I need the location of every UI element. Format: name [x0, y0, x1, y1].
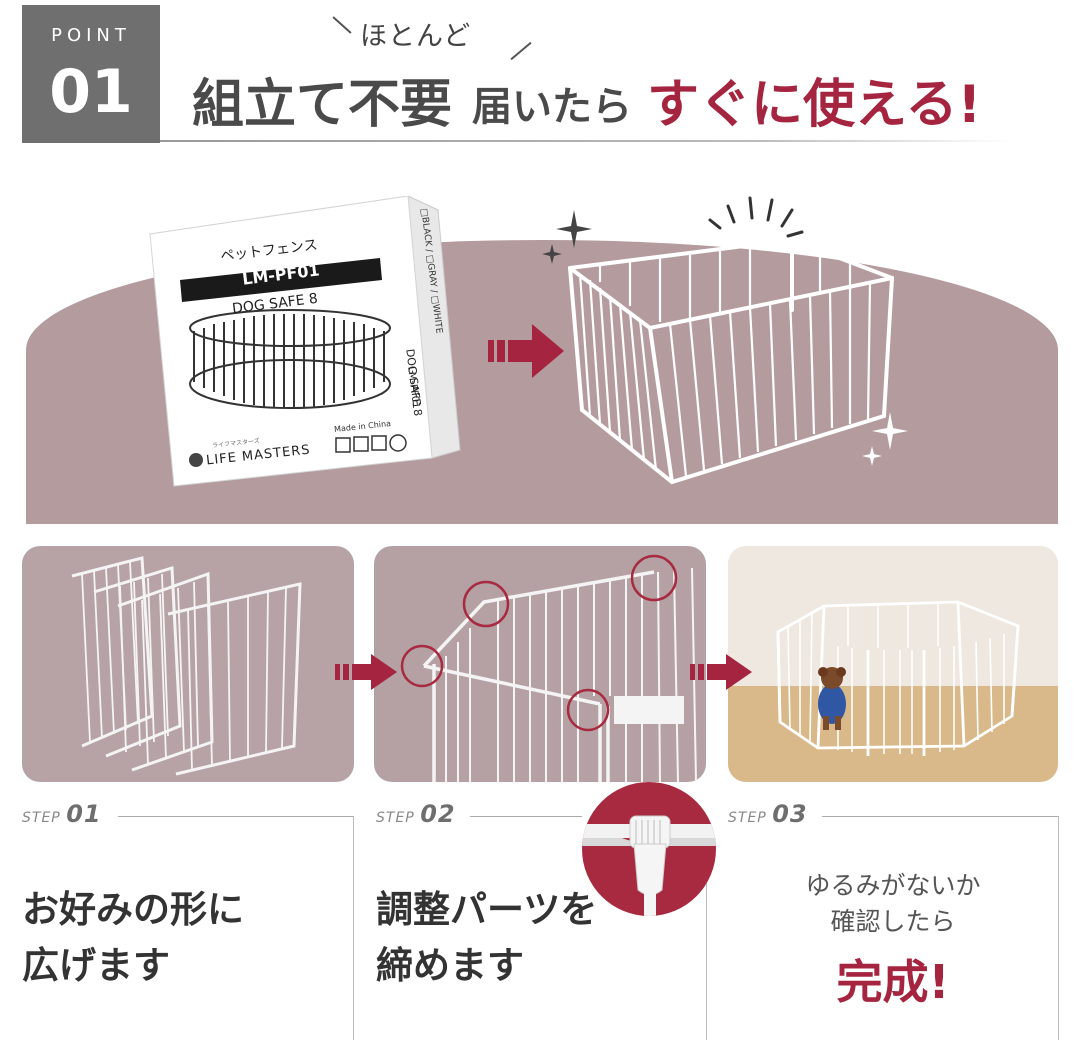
step-prefix: STEP — [728, 810, 767, 826]
product-package: ペットフェンス LM-PF01 DOG SAFE 8 Made in China… — [140, 195, 470, 496]
step-3-image — [728, 546, 1058, 782]
fence-joints-image — [400, 554, 697, 782]
step-prefix: STEP — [22, 810, 61, 826]
sparkle-icon — [862, 412, 908, 466]
dog-illustration — [818, 667, 846, 730]
column-divider — [706, 816, 707, 1040]
step-3-description: ゆるみがないか 確認したら — [728, 868, 1058, 940]
folded-fence-panels-image — [71, 556, 302, 776]
step-1-image — [22, 546, 354, 782]
point-number: 01 — [49, 57, 133, 127]
step-number: 01 — [66, 800, 102, 828]
step-1-line-2: 広げます — [22, 944, 170, 987]
step-2-line-2: 締めます — [376, 944, 524, 987]
step-3-finish: 完成! — [836, 955, 950, 1009]
assembled-fence-image — [568, 237, 894, 485]
step-number: 02 — [420, 800, 456, 828]
step-prefix: STEP — [376, 810, 415, 826]
column-divider — [353, 816, 354, 1040]
step-2-rule — [470, 816, 582, 817]
arrow-right-icon — [488, 324, 564, 378]
arrow-right-icon — [690, 654, 752, 690]
step-1-label: STEP 01 — [22, 800, 102, 828]
step-3-line-2: 確認したら — [830, 907, 956, 936]
step-number: 03 — [772, 800, 808, 828]
step-2-line-1: 調整パーツを — [376, 888, 598, 931]
arrow-right-icon — [335, 654, 397, 690]
emphasis-lines-icon — [708, 196, 804, 238]
accent-slash-left — [332, 16, 352, 34]
adjuster-part-zoom-image — [582, 782, 716, 916]
headline-no-assembly: 組立て不要 — [192, 75, 453, 135]
hotondo-caption: ほとんど — [360, 21, 472, 52]
package-box-graphic — [148, 195, 461, 487]
step-2-image — [374, 546, 706, 782]
point-label: POINT — [51, 25, 131, 46]
step-1-line-1: お好みの形に — [22, 888, 244, 931]
step-3-label: STEP 03 — [728, 800, 808, 828]
step-2-label: STEP 02 — [376, 800, 456, 828]
completed-fence-with-dog-image — [728, 546, 1058, 782]
sparkle-icon — [542, 210, 592, 264]
accent-slash-right — [510, 41, 532, 61]
headline-on-arrival: 届いたら — [472, 84, 632, 130]
step-1-description: お好みの形に 広げます — [22, 882, 244, 994]
header-divider — [160, 140, 1010, 142]
step-1-rule — [118, 816, 354, 817]
step-3-rule — [822, 816, 1058, 817]
step-2-description: 調整パーツを 締めます — [376, 882, 597, 994]
column-divider — [1058, 816, 1059, 1040]
step-3-line-1: ゆるみがないか — [805, 871, 981, 900]
headline-ready-to-use: すぐに使える! — [647, 75, 982, 135]
point-badge: POINT 01 — [22, 5, 160, 143]
